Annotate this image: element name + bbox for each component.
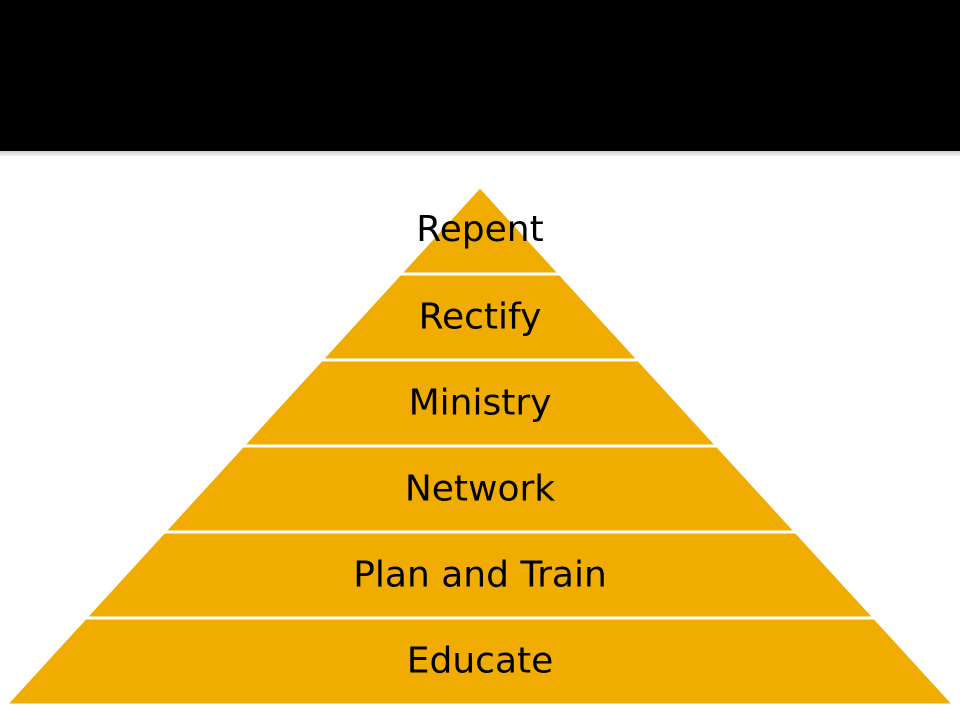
pyramid-tier: Ministry: [243, 360, 717, 446]
tier-shape: [86, 532, 874, 618]
tier-shape: [165, 446, 795, 532]
tier-label-educate: Educate: [407, 641, 554, 682]
tier-shape: [322, 274, 638, 360]
pyramid-tier: Rectify: [322, 274, 638, 360]
title-bar: [0, 0, 960, 151]
pyramid-tier-top: Repent: [401, 187, 559, 274]
tier-label-network: Network: [405, 469, 555, 510]
pyramid-tier: Network: [165, 446, 795, 532]
tier-label-rectify: Rectify: [419, 297, 542, 338]
title-divider: [0, 151, 960, 156]
tier-label-plan-and-train: Plan and Train: [353, 555, 607, 596]
tier-shape: [401, 187, 559, 274]
tier-label-ministry: Ministry: [409, 383, 552, 424]
pyramid-tier-base: Educate: [6, 618, 954, 705]
tier-shape: [6, 618, 954, 705]
tier-label-repent: Repent: [416, 209, 543, 250]
tier-shape: [243, 360, 717, 446]
pyramid-tier: Plan and Train: [86, 532, 874, 618]
